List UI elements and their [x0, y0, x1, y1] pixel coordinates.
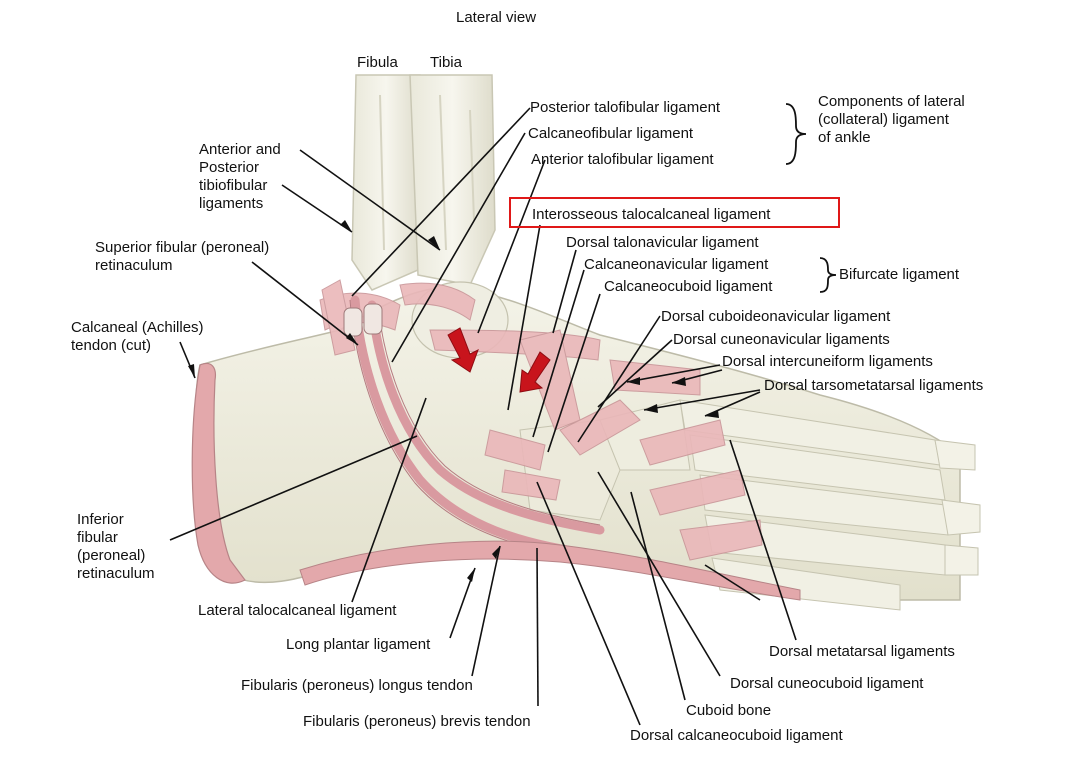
leg-bones — [351, 74, 496, 291]
long-plantar-band — [299, 540, 801, 601]
label-dorsal-cuboideonavicular: Dorsal cuboideonavicular ligament — [661, 308, 891, 325]
label-dorsal-cuneocuboid: Dorsal cuneocuboid ligament — [730, 675, 924, 692]
label-inferior-fibular-retinaculum: Inferior fibular (peroneal) retinaculum — [77, 511, 155, 582]
cut-tendon-ends — [343, 303, 383, 337]
label-anterior-talofibular: Anterior talofibular ligament — [531, 151, 714, 168]
red-arrow-right — [519, 351, 551, 393]
fibula-label: Fibula — [357, 54, 398, 71]
leader-arrowheads — [188, 220, 719, 582]
label-fibularis-brevis: Fibularis (peroneus) brevis tendon — [303, 713, 531, 730]
label-dorsal-tarsometatarsal: Dorsal tarsometatarsal ligaments — [764, 377, 984, 394]
label-long-plantar: Long plantar ligament — [286, 636, 431, 653]
red-arrow-left — [447, 327, 479, 373]
label-dorsal-talonavicular: Dorsal talonavicular ligament — [566, 234, 759, 251]
label-calcaneal-tendon: Calcaneal (Achilles) tendon (cut) — [71, 319, 204, 354]
label-cuboid-bone: Cuboid bone — [686, 702, 772, 719]
label-dorsal-metatarsal: Dorsal metatarsal ligaments — [769, 643, 955, 660]
label-lateral-collateral-group: Components of lateral (collateral) ligam… — [818, 93, 965, 146]
label-bifurcate: Bifurcate ligament — [839, 266, 960, 283]
label-fibularis-longus: Fibularis (peroneus) longus tendon — [241, 677, 473, 694]
label-calcaneofibular: Calcaneofibular ligament — [528, 125, 694, 142]
achilles-tendon — [191, 362, 246, 584]
label-dorsal-calcaneocuboid: Dorsal calcaneocuboid ligament — [630, 727, 843, 744]
label-interosseous-talocalcaneal: Interosseous talocalcaneal ligament — [532, 206, 771, 223]
highlight-box — [509, 197, 840, 228]
label-calcaneonavicular: Calcaneonavicular ligament — [584, 256, 769, 273]
leader-lines — [169, 107, 797, 726]
figure-title: Lateral view — [456, 9, 537, 26]
label-lateral-talocalcaneal: Lateral talocalcaneal ligament — [198, 602, 397, 619]
label-posterior-talofibular: Posterior talofibular ligament — [530, 99, 721, 116]
label-calcaneocuboid: Calcaneocuboid ligament — [604, 278, 773, 295]
red-pointer-arrows — [447, 327, 551, 393]
label-dorsal-cuneonavicular: Dorsal cuneonavicular ligaments — [673, 331, 890, 348]
label-anterior-posterior-tibiofibular: Anterior and Posterior tibiofibular liga… — [199, 141, 281, 212]
bifurcate-brace — [819, 257, 837, 293]
label-dorsal-intercuneiform: Dorsal intercuneiform ligaments — [722, 353, 933, 370]
tibia-label: Tibia — [430, 54, 462, 71]
lateral-collateral-brace — [785, 103, 807, 165]
label-superior-fibular-retinaculum: Superior fibular (peroneal) retinaculum — [95, 239, 270, 274]
